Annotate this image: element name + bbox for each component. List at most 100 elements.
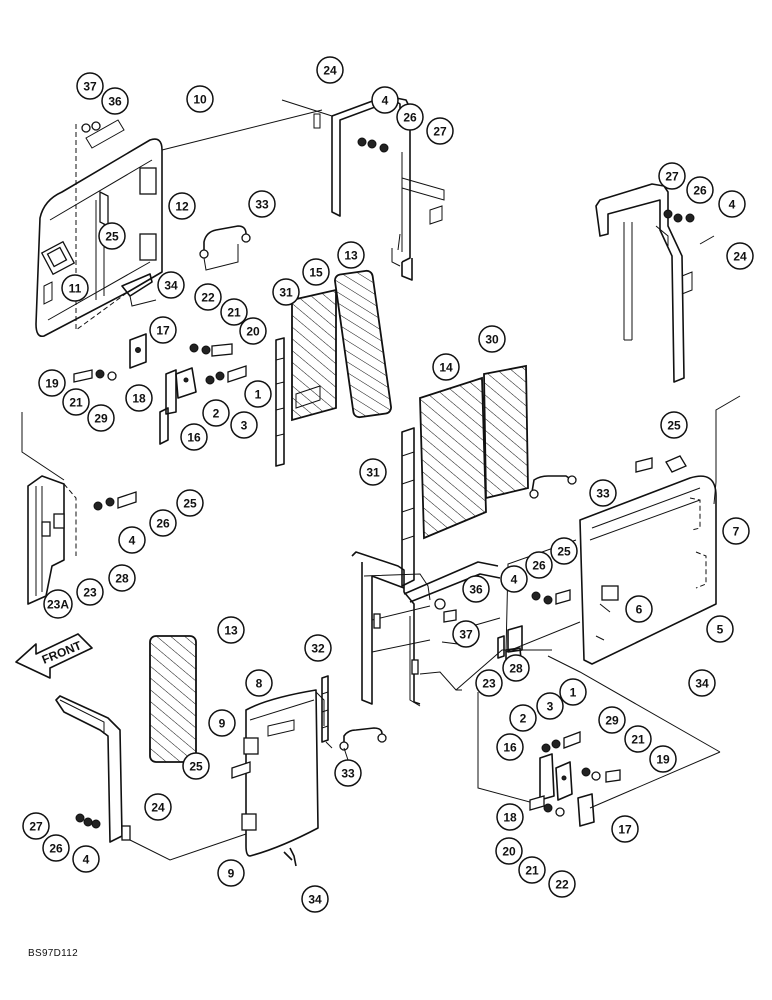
callout-circle: [718, 190, 746, 218]
callout-circle: [660, 411, 688, 439]
callout-circle: [302, 258, 330, 286]
callout-number: 32: [311, 642, 325, 656]
callout-34: 34: [301, 885, 329, 913]
callout-10: 10: [186, 85, 214, 113]
callout-22: 22: [194, 283, 222, 311]
callout-21: 21: [624, 725, 652, 753]
callout-number: 4: [729, 198, 736, 212]
callout-5: 5: [706, 615, 734, 643]
callout-27: 27: [22, 812, 50, 840]
callout-circle: [61, 274, 89, 302]
cab-panel-linework: [15, 95, 741, 867]
callout-25: 25: [550, 537, 578, 565]
callout-circle: [475, 669, 503, 697]
callout-circle: [239, 317, 267, 345]
callout-number: 25: [183, 497, 197, 511]
callout-circle: [625, 595, 653, 623]
callout-circle: [426, 117, 454, 145]
callout-28: 28: [108, 564, 136, 592]
callout-number: 18: [132, 392, 146, 406]
callout-number: 24: [323, 64, 337, 78]
callout-number: 9: [219, 717, 226, 731]
callout-circle: [304, 634, 332, 662]
callout-circle: [658, 162, 686, 190]
callout-circle: [62, 388, 90, 416]
callout-number: 25: [105, 230, 119, 244]
callout-circle: [217, 616, 245, 644]
callout-23: 23: [475, 669, 503, 697]
callout-36: 36: [462, 575, 490, 603]
callout-1: 1: [244, 380, 272, 408]
callout-24: 24: [144, 793, 172, 821]
callout-circle: [157, 271, 185, 299]
callout-number: 21: [631, 733, 645, 747]
callout-25: 25: [182, 752, 210, 780]
callout-33: 33: [248, 190, 276, 218]
callout-number: 24: [733, 250, 747, 264]
callout-circle: [125, 384, 153, 412]
callout-circle: [42, 834, 70, 862]
callout-3: 3: [230, 411, 258, 439]
callout-circle: [272, 278, 300, 306]
callout-circle: [509, 704, 537, 732]
callout-1: 1: [559, 678, 587, 706]
callout-number: 13: [224, 624, 238, 638]
callout-number: 21: [69, 396, 83, 410]
callout-number: 17: [156, 324, 170, 338]
callout-25: 25: [98, 222, 126, 250]
callout-19: 19: [649, 745, 677, 773]
callout-4: 4: [371, 86, 399, 114]
callout-circle: [230, 411, 258, 439]
callout-21: 21: [220, 298, 248, 326]
callout-number: 11: [69, 282, 82, 296]
callout-15: 15: [302, 258, 330, 286]
callout-circle: [686, 176, 714, 204]
callout-circle: [688, 669, 716, 697]
callout-number: 10: [193, 93, 207, 107]
callout-25: 25: [176, 489, 204, 517]
callout-circle: [316, 56, 344, 84]
callout-4: 4: [500, 565, 528, 593]
callout-7: 7: [722, 517, 750, 545]
callout-13: 13: [217, 616, 245, 644]
callout-33: 33: [334, 759, 362, 787]
callout-number: 7: [733, 525, 740, 539]
callout-circle: [182, 752, 210, 780]
callout-22: 22: [548, 870, 576, 898]
callout-circle: [245, 669, 273, 697]
callout-circle: [76, 72, 104, 100]
callout-number: 9: [228, 867, 235, 881]
callout-37: 37: [452, 620, 480, 648]
callout-number: 27: [29, 820, 43, 834]
callout-circle: [337, 241, 365, 269]
callout-number: 29: [94, 412, 108, 426]
callout-circle: [22, 812, 50, 840]
glass-13-upper: [334, 269, 392, 419]
callout-number: 34: [308, 893, 322, 907]
callout-circle: [72, 845, 100, 873]
callout-16: 16: [180, 423, 208, 451]
callout-number: 19: [45, 377, 59, 391]
callout-number: 18: [503, 811, 517, 825]
callout-circle: [706, 615, 734, 643]
callout-circle: [149, 509, 177, 537]
callout-26: 26: [42, 834, 70, 862]
callout-number: 16: [503, 741, 517, 755]
callout-32: 32: [304, 634, 332, 662]
callout-33: 33: [589, 479, 617, 507]
callout-13: 13: [337, 241, 365, 269]
callout-30: 30: [478, 325, 506, 353]
callout-number: 37: [459, 628, 473, 642]
callout-circle: [98, 222, 126, 250]
callout-26: 26: [686, 176, 714, 204]
callout-number: 34: [164, 279, 178, 293]
callout-circle: [144, 793, 172, 821]
callout-number: 4: [511, 573, 518, 587]
callout-number: 27: [433, 125, 447, 139]
callout-circle: [598, 706, 626, 734]
callout-number: 5: [717, 623, 724, 637]
callout-circle: [726, 242, 754, 270]
callout-number: 33: [255, 198, 269, 212]
callout-circle: [452, 620, 480, 648]
